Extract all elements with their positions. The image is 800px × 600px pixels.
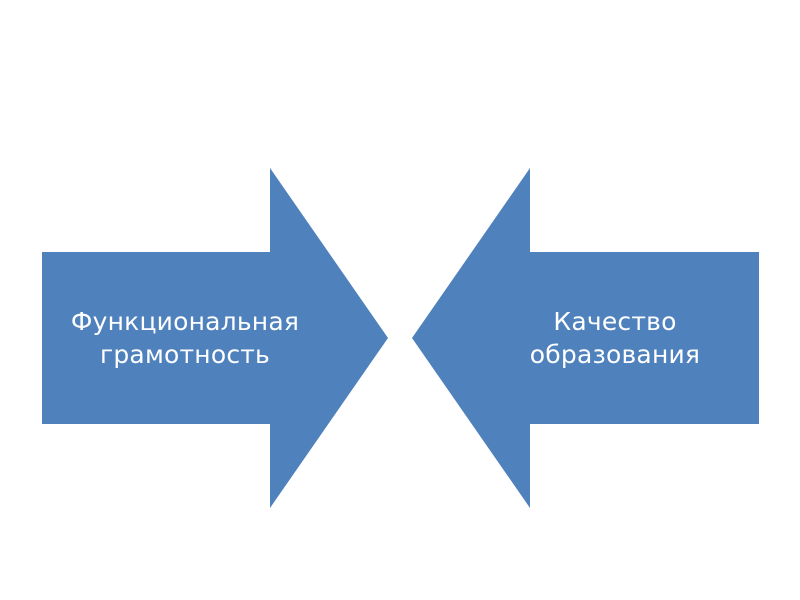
functional-literacy-label: Функциональная грамотность	[42, 305, 328, 371]
label-line: Качество	[553, 307, 677, 336]
right-pointing-arrow-shape	[42, 168, 388, 508]
label-line: Функциональная	[70, 307, 300, 336]
label-line: образования	[529, 340, 701, 369]
label-line: грамотность	[100, 340, 270, 369]
education-quality-label: Качество образования	[472, 305, 758, 371]
left-pointing-arrow-shape	[412, 168, 759, 508]
